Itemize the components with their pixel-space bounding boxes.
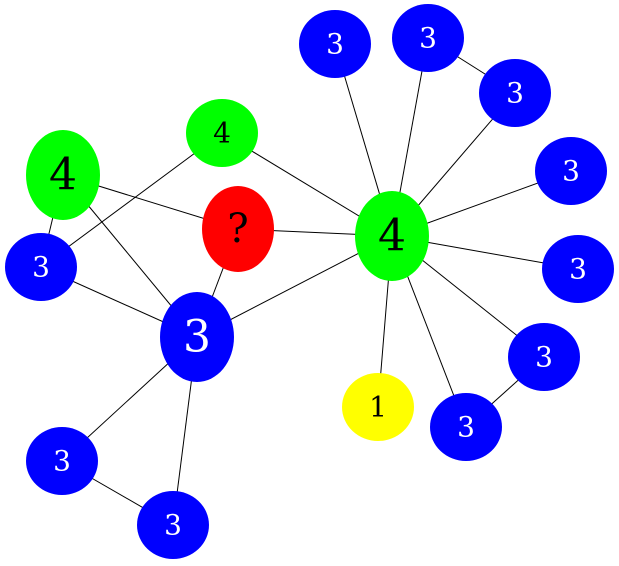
node-ellipse (542, 235, 614, 303)
node-label: 4 (378, 211, 406, 262)
node-ellipse (137, 491, 209, 559)
node-label: 3 (183, 312, 211, 363)
graph-node-n_r4: 3 (430, 393, 502, 461)
graph-node-n_t2: 3 (392, 4, 464, 72)
graph-node-n_t3: 3 (479, 59, 551, 127)
node-ellipse (202, 186, 274, 272)
node-label: 3 (32, 251, 50, 284)
node-ellipse (535, 137, 607, 205)
graph-node-n_y: 1 (342, 373, 414, 441)
graph-node-n_r3: 3 (508, 323, 580, 391)
graph-node-n_r2: 3 (542, 235, 614, 303)
node-label: 3 (326, 28, 344, 61)
graph-node-n_hub: 4 (355, 191, 429, 281)
graph-node-n_bl: 3 (5, 233, 77, 301)
graph-node-n_bl1: 3 (26, 427, 98, 495)
node-ellipse (355, 191, 429, 281)
node-ellipse (299, 10, 371, 78)
node-label: 1 (369, 391, 387, 424)
node-label: 3 (562, 155, 580, 188)
node-ellipse (186, 99, 258, 167)
graph-node-n_r1: 3 (535, 137, 607, 205)
graph-node-n_t1: 3 (299, 10, 371, 78)
node-ellipse (479, 59, 551, 127)
node-label: 3 (457, 411, 475, 444)
node-label: 3 (164, 509, 182, 542)
node-label: 3 (53, 445, 71, 478)
node-ellipse (430, 393, 502, 461)
edge-n_g2-n_bl (40, 132, 223, 268)
graph-node-n_g1: 4 (26, 130, 100, 220)
node-label: 3 (506, 77, 524, 110)
node-label: 3 (569, 253, 587, 286)
node-ellipse (26, 427, 98, 495)
node-ellipse (160, 292, 234, 382)
graph-node-n_q: ? (202, 186, 274, 272)
node-label: 3 (419, 22, 437, 55)
graph-node-n_g2: 4 (186, 99, 258, 167)
node-label: 4 (213, 117, 231, 150)
nodes-layer: ? 4 4 4 1 3 3 3 3 3 3 3 3 3 3 3 (5, 4, 614, 559)
node-ellipse (26, 130, 100, 220)
node-label: 3 (535, 341, 553, 374)
node-ellipse (392, 4, 464, 72)
node-ellipse (508, 323, 580, 391)
node-ellipse (342, 373, 414, 441)
node-ellipse (5, 233, 77, 301)
node-label: ? (227, 206, 248, 252)
graph-node-n_b3: 3 (160, 292, 234, 382)
graph-node-n_bl2: 3 (137, 491, 209, 559)
node-label: 4 (49, 150, 77, 201)
